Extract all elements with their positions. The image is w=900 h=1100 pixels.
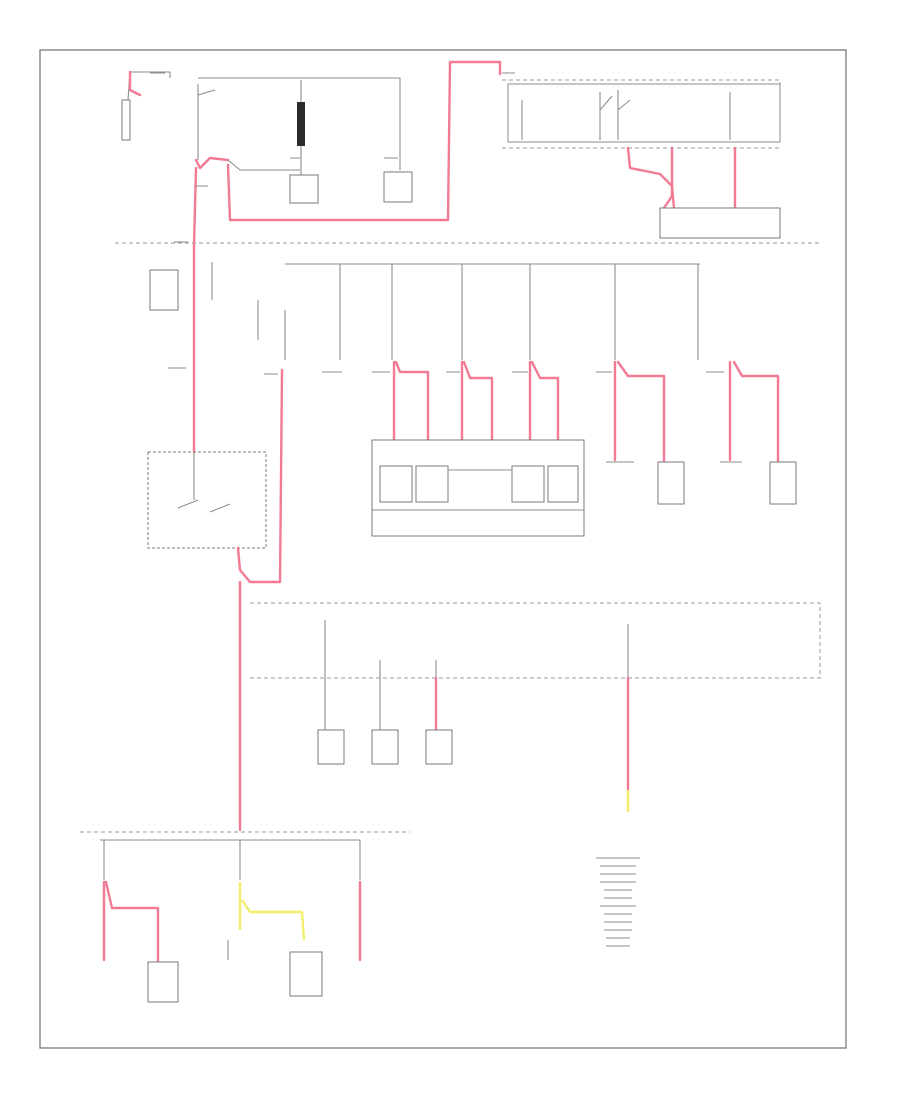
component-left-upper <box>149 269 179 311</box>
label-marks <box>150 72 724 947</box>
bottom-section <box>100 839 362 1003</box>
lower-fuses <box>317 620 630 812</box>
main-bus <box>149 262 700 360</box>
comp-r1 <box>657 461 685 505</box>
comp-l1 <box>317 729 345 765</box>
diagram-frame <box>39 49 847 1049</box>
comp-r2 <box>769 461 797 505</box>
fusible-link-symbol <box>297 102 305 146</box>
underhood-box <box>250 602 821 679</box>
fuse-risers <box>392 360 780 464</box>
battery-symbol <box>121 99 131 141</box>
fuse-relay-center <box>502 79 781 239</box>
comp-b2 <box>289 951 323 997</box>
comp-l3 <box>425 729 453 765</box>
right-components <box>606 461 797 505</box>
injector-module <box>371 439 585 537</box>
starter-box <box>383 171 413 203</box>
ignition-switch <box>147 243 284 832</box>
module-box-top-right <box>659 207 781 239</box>
comp-b1 <box>147 961 179 1003</box>
generator-box <box>289 174 319 204</box>
battery-circuit <box>121 60 502 247</box>
comp-l2 <box>371 729 399 765</box>
